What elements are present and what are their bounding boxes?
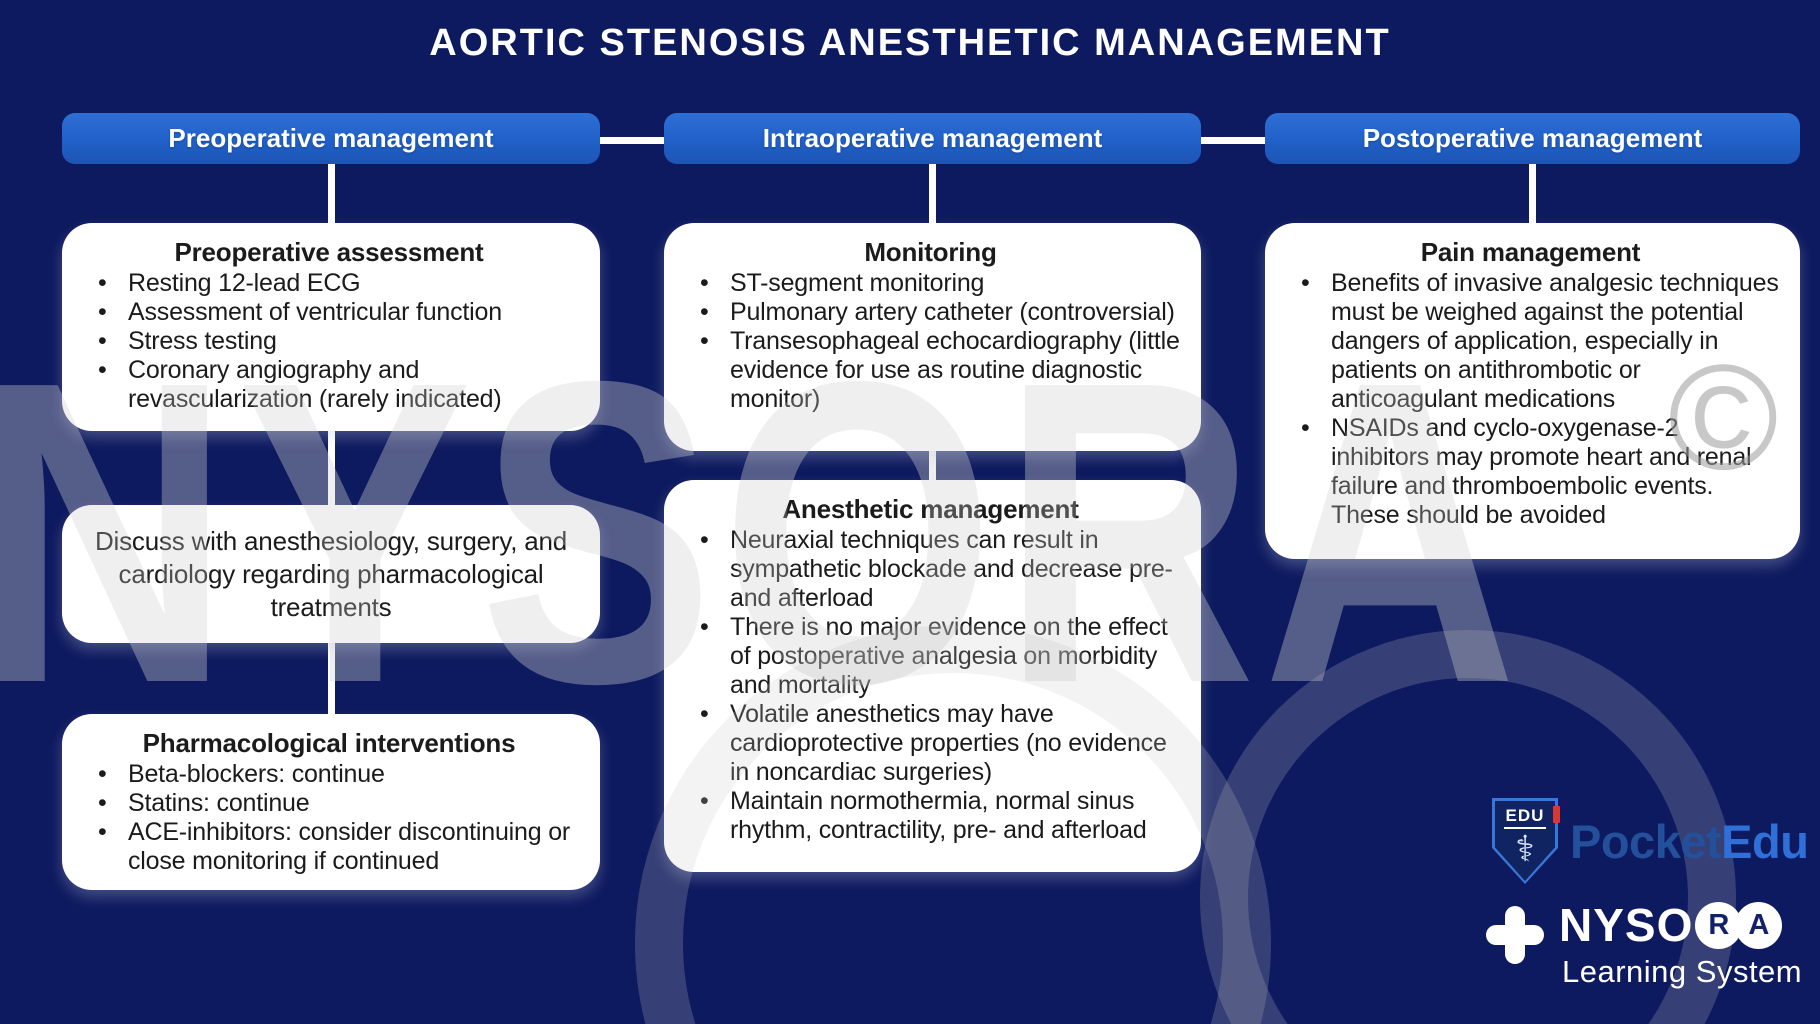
nysora-name-row: NYSO R A [1559, 898, 1802, 952]
pocket-fill: EDU ⚕ [1495, 801, 1555, 881]
connector-header-1-2 [600, 137, 666, 144]
nysora-circle-letter-a: A [1735, 901, 1783, 949]
pocketedu-wordmark: PocketEdu [1570, 814, 1809, 869]
nysora-logo: NYSO R A Learning System [1486, 898, 1802, 990]
pocketedu-logo: EDU ⚕ PocketEdu [1492, 798, 1809, 884]
pocketedu-badge-icon: EDU ⚕ [1492, 798, 1560, 884]
bullet-list: Benefits of invasive analgesic technique… [1279, 269, 1782, 530]
bullet-item: Beta-blockers: continue [76, 760, 582, 789]
bullet-list: ST-segment monitoring Pulmonary artery c… [678, 269, 1183, 414]
bullet-item: Statins: continue [76, 789, 582, 818]
card-text: Discuss with anesthesiology, surgery, an… [94, 525, 568, 622]
bullet-item: NSAIDs and cyclo-oxygenase-2 inhibitors … [1279, 414, 1782, 530]
red-tag-icon [1553, 806, 1560, 823]
connector-intraop-header-card [929, 162, 936, 226]
connector-preop-header-card [328, 162, 335, 226]
nysora-wordmark: NYSO R A Learning System [1559, 898, 1802, 990]
bullet-list: Neuraxial techniques can result in sympa… [678, 526, 1183, 845]
bullet-list: Beta-blockers: continue Statins: continu… [76, 760, 582, 876]
page-title: AORTIC STENOSIS ANESTHETIC MANAGEMENT [429, 22, 1391, 64]
card-title: Monitoring [864, 237, 997, 267]
caduceus-icon: ⚕ [1515, 829, 1535, 870]
bullet-item: Stress testing [76, 327, 582, 356]
card-title: Pain management [1420, 237, 1641, 267]
bullet-item: ACE-inhibitors: consider discontinuing o… [76, 818, 582, 876]
pocketedu-word-edu: Edu [1721, 814, 1809, 868]
header-preoperative-management: Preoperative management [62, 113, 600, 164]
bullet-item: Volatile anesthetics may have cardioprot… [678, 700, 1183, 787]
bullet-item: ST-segment monitoring [678, 269, 1183, 298]
header-intraoperative-management: Intraoperative management [664, 113, 1201, 164]
card-anesthetic-management: Anesthetic management Neuraxial techniqu… [664, 480, 1201, 872]
plus-icon [1486, 906, 1544, 964]
card-monitoring: Monitoring ST-segment monitoring Pulmona… [664, 223, 1201, 451]
bullet-item: Assessment of ventricular function [76, 298, 582, 327]
card-pain-management: Pain management Benefits of invasive ana… [1265, 223, 1800, 559]
nysora-subtitle: Learning System [1562, 954, 1803, 989]
card-discussion-note: Discuss with anesthesiology, surgery, an… [62, 505, 600, 643]
card-preoperative-assessment: Preoperative assessment Resting 12-lead … [62, 223, 600, 431]
connector-preop-card2-card3 [328, 625, 335, 720]
bullet-list: Resting 12-lead ECG Assessment of ventri… [76, 269, 582, 414]
bullet-item: Benefits of invasive analgesic technique… [1279, 269, 1782, 414]
bullet-item: Maintain normothermia, normal sinus rhyt… [678, 787, 1183, 845]
bullet-item: There is no major evidence on the effect… [678, 613, 1183, 700]
edu-badge-label: EDU [1503, 806, 1547, 829]
connector-preop-card1-card2 [328, 410, 335, 510]
bullet-item: Coronary angiography and revascularizati… [76, 356, 582, 414]
card-title: Anesthetic management [782, 494, 1079, 524]
header-postoperative-management: Postoperative management [1265, 113, 1800, 164]
bullet-item: Pulmonary artery catheter (controversial… [678, 298, 1183, 327]
bullet-item: Resting 12-lead ECG [76, 269, 582, 298]
connector-intraop-card1-card2 [929, 430, 936, 486]
connector-postop-header-card [1529, 162, 1536, 226]
card-title: Pharmacological interventions [142, 728, 516, 758]
bullet-item: Transesophageal echocardiography (little… [678, 327, 1183, 414]
card-title: Preoperative assessment [174, 237, 484, 267]
connector-header-2-3 [1200, 137, 1266, 144]
bullet-item: Neuraxial techniques can result in sympa… [678, 526, 1183, 613]
pocketedu-word-pocket: Pocket [1570, 814, 1722, 868]
card-pharmacological-interventions: Pharmacological interventions Beta-block… [62, 714, 600, 890]
nysora-name-prefix: NYSO [1559, 899, 1694, 951]
